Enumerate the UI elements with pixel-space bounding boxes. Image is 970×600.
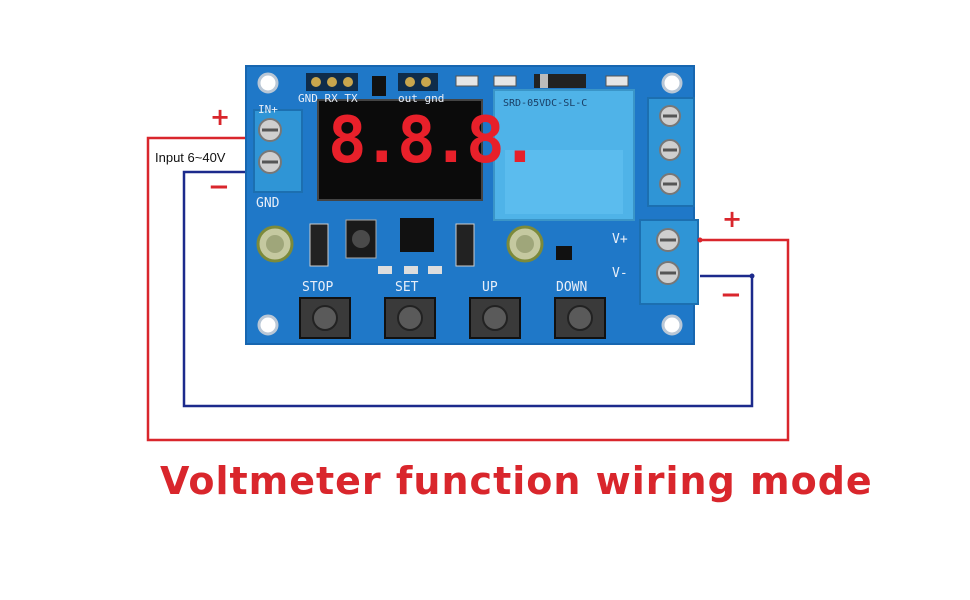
button-label-down: DOWN — [556, 280, 588, 295]
silk-top-header: GND RX TX — [298, 92, 358, 105]
silk-in-terminal: IN+ — [258, 103, 278, 116]
measure-terminal-block — [639, 219, 699, 305]
input-voltage-label: Input 6~40V — [155, 150, 226, 165]
mounting-holes — [257, 72, 683, 336]
relay-model-text: SRD-05VDC-SL-C — [503, 98, 588, 109]
top-header-pins — [306, 73, 629, 96]
measure-plus-sign: + — [722, 205, 743, 233]
red-input-wire — [146, 136, 790, 442]
diagram-title: Voltmeter function wiring mode — [160, 459, 873, 503]
seven-segment-display — [317, 99, 483, 201]
silk-gnd: GND — [256, 196, 280, 211]
blue-input-wire — [182, 170, 754, 408]
small-components — [309, 218, 572, 274]
silk-top-header2: out gnd — [398, 92, 445, 105]
capacitors — [256, 225, 544, 263]
input-minus-sign: − — [208, 172, 230, 202]
relay-terminal-block — [647, 97, 695, 207]
silk-vplus: V+ — [612, 232, 628, 247]
input-plus-sign: + — [210, 103, 231, 131]
measure-minus-sign: − — [720, 280, 742, 310]
relay — [493, 89, 635, 221]
push-buttons — [299, 297, 606, 339]
input-terminal-block — [253, 109, 303, 193]
button-label-up: UP — [482, 280, 498, 295]
button-label-set: SET — [395, 280, 419, 295]
display-digits: 8.8.8. — [328, 104, 539, 178]
button-label-stop: STOP — [302, 280, 334, 295]
silk-vminus: V- — [612, 266, 628, 281]
